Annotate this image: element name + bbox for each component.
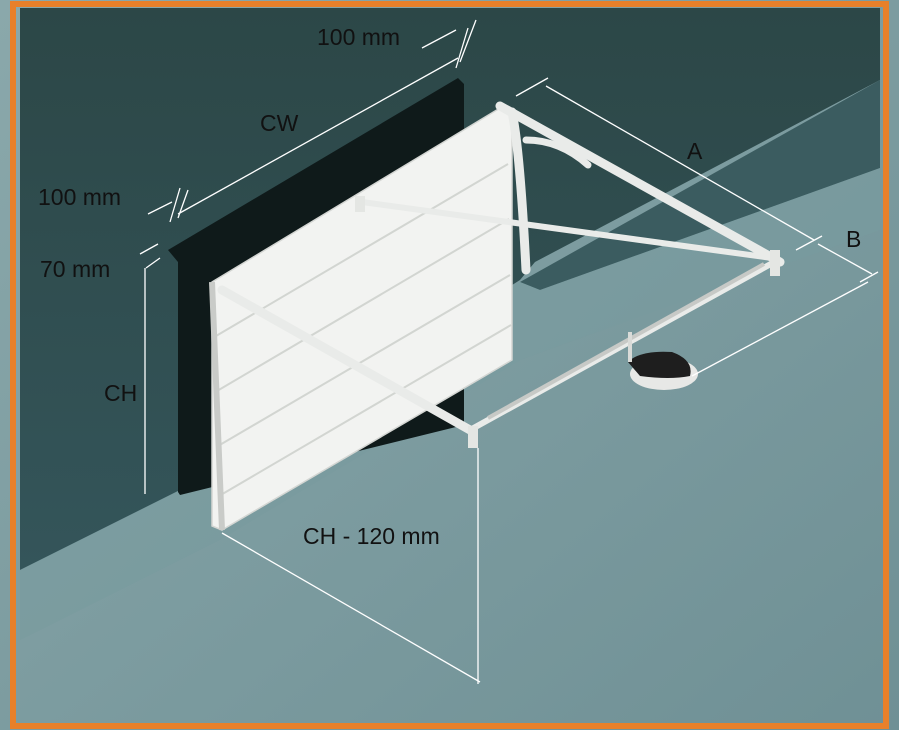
- dimension-lines: [139, 19, 879, 684]
- label-ch: CH: [104, 380, 138, 406]
- door-edge: [209, 281, 225, 531]
- label-b: B: [846, 226, 862, 252]
- door-panel-grooves: [215, 163, 512, 497]
- opener-rail: [487, 262, 765, 420]
- label-mount-height: CH - 120 mm: [303, 523, 440, 549]
- label-top-offset: 100 mm: [317, 24, 401, 50]
- label-cw: CW: [260, 110, 299, 136]
- label-headroom: 70 mm: [40, 256, 111, 282]
- label-side-offset: 100 mm: [38, 184, 122, 210]
- mounting-brackets: [355, 196, 780, 448]
- label-a: A: [687, 138, 703, 164]
- frame-border: [10, 1, 889, 729]
- opener-motor: [628, 332, 698, 390]
